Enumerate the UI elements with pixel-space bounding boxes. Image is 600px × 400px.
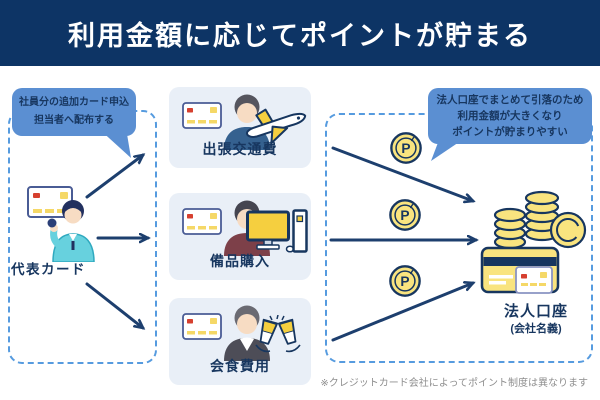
credit-card-icon — [182, 102, 222, 129]
bubble-line: 社員分の追加カード申込 — [19, 97, 129, 108]
corporate-account-speech-bubble: 法人口座でまとめて引落のため 利用金額が大きくなり ポイントが貯まりやすい — [428, 88, 592, 144]
bubble-line: ポイントが貯まりやすい — [452, 126, 568, 139]
arrow-dining-to-account — [331, 283, 473, 342]
svg-text:P: P — [401, 141, 410, 156]
expense-box-dining: 会食費用 — [169, 298, 311, 385]
airplane-icon — [245, 108, 307, 145]
expense-label-travel: 出張交通費 — [202, 141, 278, 157]
arrow-travel-to-account — [331, 146, 473, 201]
corporate-account-label: 法人口座 — [503, 303, 568, 320]
representative-person-illustration — [27, 186, 95, 262]
bubble-line: 担当者へ配布する — [34, 115, 114, 126]
expense-label-equipment: 備品購入 — [210, 253, 270, 269]
additional-card-speech-bubble: 社員分の追加カード申込 担当者へ配布する — [12, 88, 136, 136]
toast-glasses-icon — [255, 315, 301, 353]
bubble-line: 法人口座でまとめて引落のため — [436, 93, 584, 106]
arrow-to-travel-box — [85, 155, 143, 199]
expense-box-travel: 出張交通費 — [169, 87, 311, 168]
corporate-account-illustration — [480, 190, 587, 294]
point-coin-icon: P — [389, 265, 421, 297]
footnote: ※クレジットカード会社によってポイント制度は異なります — [320, 378, 588, 389]
point-coin-icon: P — [390, 132, 422, 164]
expense-label-dining: 会食費用 — [210, 358, 270, 374]
computer-icon — [246, 209, 308, 253]
point-coin-icon: P — [389, 199, 421, 231]
svg-text:P: P — [400, 208, 409, 223]
svg-text:P: P — [400, 274, 409, 289]
corporate-account-sublabel: (会社名義) — [510, 323, 562, 335]
employee-icon — [224, 305, 270, 361]
arrow-to-dining-box — [85, 282, 143, 328]
representative-card-label: 代表カード — [11, 262, 86, 277]
credit-card-icon — [182, 208, 222, 235]
expense-box-equipment: 備品購入 — [169, 193, 311, 280]
credit-card-icon — [182, 313, 222, 340]
title-bar: 利用金額に応じてポイントが貯まる — [0, 0, 600, 66]
employee-icon — [224, 94, 270, 150]
page-title: 利用金額に応じてポイントが貯まる — [68, 20, 532, 51]
bubble-line: 利用金額が大きくなり — [457, 109, 563, 122]
